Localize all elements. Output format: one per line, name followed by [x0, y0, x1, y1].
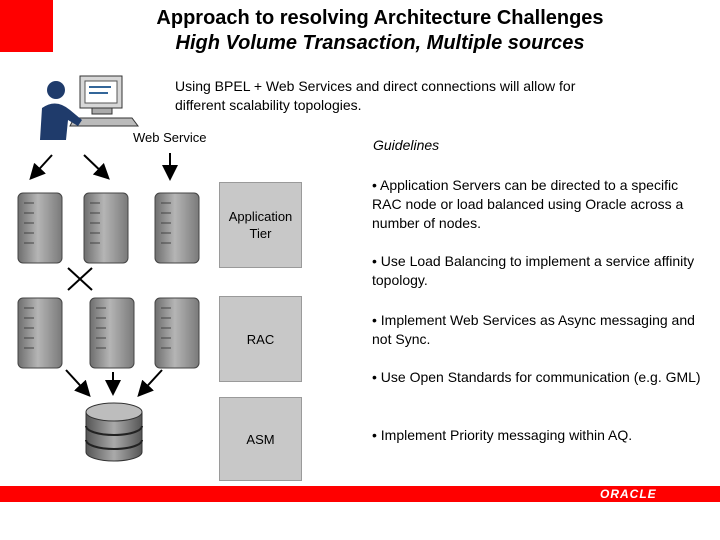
bullet-item: • Application Servers can be directed to… — [372, 177, 684, 231]
brand-corner-block — [0, 0, 53, 52]
server-icon — [17, 192, 63, 264]
footer-bar — [0, 486, 720, 502]
rac-box: RAC — [219, 296, 302, 382]
arrow — [65, 369, 91, 397]
arrow — [29, 154, 53, 180]
user-workstation-icon — [40, 75, 139, 140]
title-line-1: Approach to resolving Architecture Chall… — [156, 7, 604, 29]
application-tier-box: Application Tier — [219, 182, 302, 268]
bullet-item: • Implement Web Services as Async messag… — [372, 312, 695, 347]
guidelines-heading: Guidelines — [373, 137, 440, 153]
intro-text: Using BPEL + Web Services and direct con… — [175, 78, 576, 113]
architecture-diagram — [17, 75, 200, 462]
server-icon — [83, 192, 129, 264]
cross-connector — [67, 267, 93, 291]
oracle-logo: ORACLE — [600, 487, 657, 501]
title-line-2: High Volume Transaction, Multiple source… — [175, 32, 585, 54]
application-tier-label: Application Tier — [228, 209, 293, 241]
rac-label: RAC — [246, 331, 275, 347]
server-icon — [17, 297, 63, 369]
server-icon — [89, 297, 135, 369]
database-icon — [85, 402, 143, 462]
bullet-item: • Use Load Balancing to implement a serv… — [372, 253, 695, 288]
bullet-item: • Use Open Standards for communication (… — [372, 369, 701, 385]
asm-label: ASM — [246, 431, 275, 447]
bullet-item: • Implement Priority messaging within AQ… — [372, 427, 633, 443]
asm-box: ASM — [219, 397, 302, 481]
server-icon — [154, 297, 200, 369]
server-icon — [154, 192, 200, 264]
slide-title: Approach to resolving Architecture Chall… — [60, 6, 700, 56]
arrow — [83, 154, 110, 180]
web-service-label: Web Service — [133, 130, 207, 145]
arrow — [137, 369, 163, 397]
